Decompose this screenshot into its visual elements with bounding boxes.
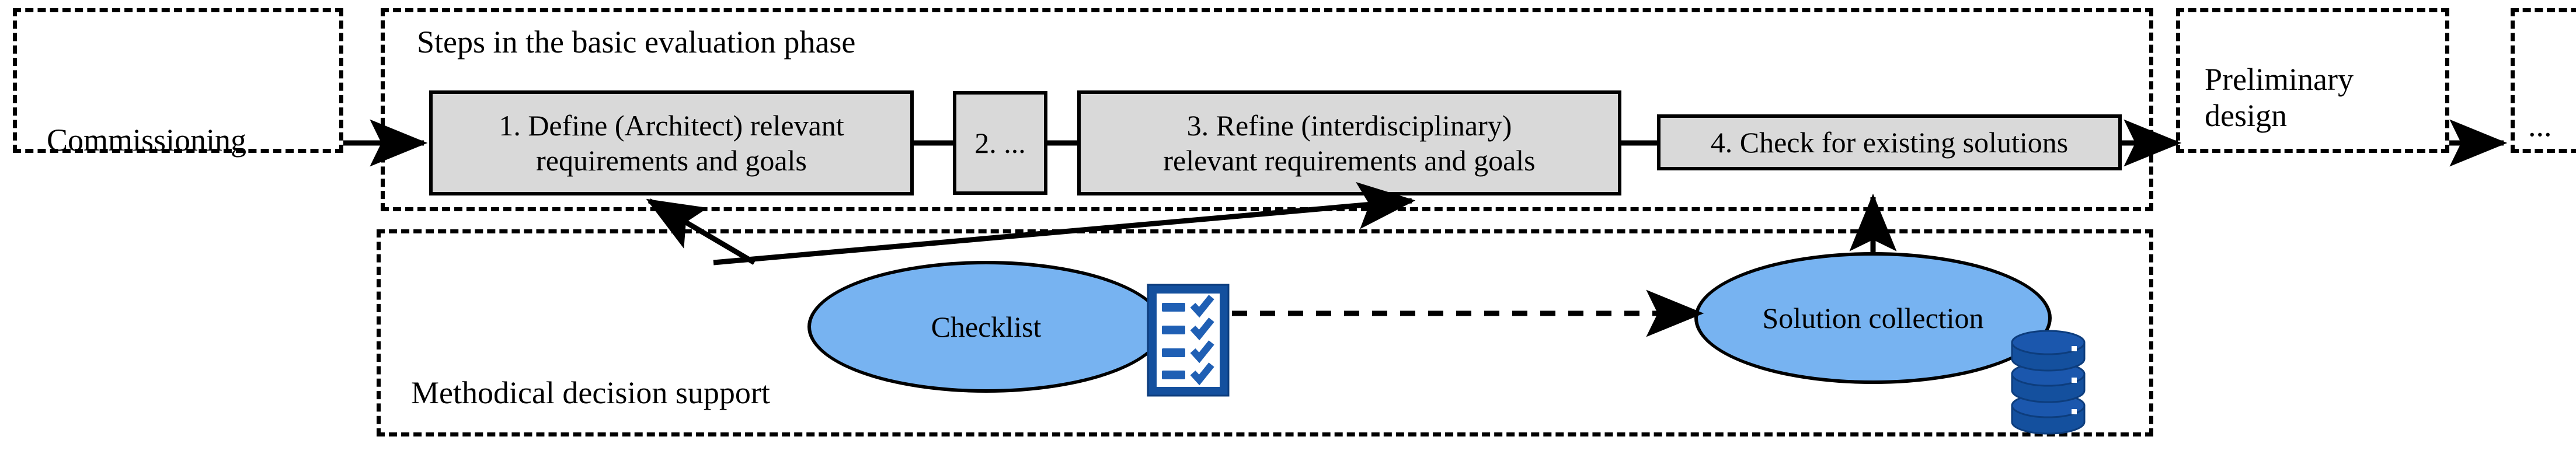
panel-continuation — [2511, 8, 2576, 153]
checklist-icon[interactable] — [1146, 283, 1230, 397]
node-solution-collection[interactable]: Solution collection — [1694, 252, 2052, 384]
database-icon[interactable] — [2007, 318, 2095, 435]
node-checklist-label: Checklist — [931, 310, 1042, 343]
panel-preliminary-design-label-line2: design — [2205, 98, 2287, 133]
node-solution-collection-label: Solution collection — [1762, 302, 1984, 334]
database-icon-svg — [2011, 330, 2086, 435]
step-box-3[interactable]: 3. Refine (interdisciplinary) relevant r… — [1077, 90, 1621, 195]
step-box-4-line1: 4. Check for existing solutions — [1710, 126, 2069, 159]
panel-preliminary-design-label-line1: Preliminary — [2205, 62, 2354, 97]
step-box-4[interactable]: 4. Check for existing solutions — [1657, 114, 2122, 170]
step-box-3-line2: relevant requirements and goals — [1163, 144, 1536, 177]
step-box-1[interactable]: 1. Define (Architect) relevant requireme… — [429, 90, 914, 195]
panel-commissioning-label: Commissioning — [47, 123, 247, 158]
node-checklist[interactable]: Checklist — [807, 261, 1165, 393]
panel-preliminary-design — [2176, 8, 2449, 153]
step-box-1-line2: requirements and goals — [536, 144, 807, 177]
step-box-2-line1: 2. ... — [974, 127, 1026, 159]
panel-decision-support-label: Methodical decision support — [411, 375, 770, 410]
checklist-icon-svg — [1147, 284, 1230, 397]
step-box-2[interactable]: 2. ... — [953, 91, 1047, 195]
step-box-3-line1: 3. Refine (interdisciplinary) — [1186, 109, 1512, 142]
panel-basic-evaluation-label: Steps in the basic evaluation phase — [417, 25, 856, 60]
panel-continuation-label: ... — [2528, 108, 2552, 143]
panel-commissioning — [13, 8, 343, 153]
step-box-1-line1: 1. Define (Architect) relevant — [499, 109, 844, 142]
